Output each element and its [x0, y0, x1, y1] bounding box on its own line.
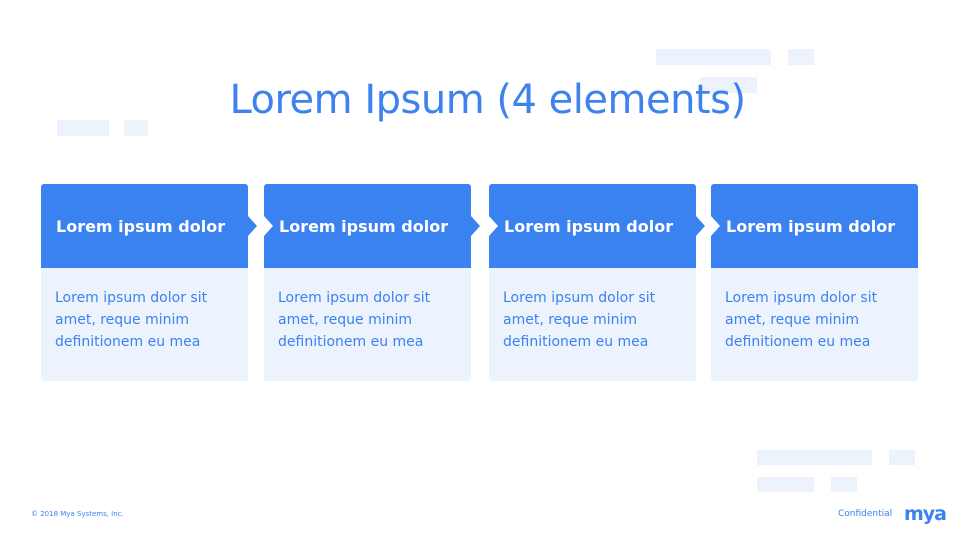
decorative-block [57, 120, 109, 136]
card-header: Lorem ipsum dolor [711, 184, 918, 268]
card-body: Lorem ipsum dolor sit amet, reque minim … [489, 268, 696, 381]
card-description: Lorem ipsum dolor sit amet, reque minim … [278, 290, 431, 350]
card-header: Lorem ipsum dolor [264, 184, 480, 268]
card-heading: Lorem ipsum dolor [726, 216, 896, 236]
decorative-block [788, 49, 814, 65]
card-heading: Lorem ipsum dolor [504, 216, 674, 236]
page-title: Lorem Ipsum (4 elements) [229, 76, 746, 123]
decorative-block [831, 477, 857, 492]
copyright-text: © 2018 Mya Systems, Inc. [31, 510, 124, 518]
process-card: Lorem ipsum dolor Lorem ipsum dolor sit … [264, 184, 480, 381]
decorative-block [889, 450, 915, 465]
arrow-notch-icon [711, 216, 720, 236]
arrow-right-icon [248, 216, 257, 236]
card-body: Lorem ipsum dolor sit amet, reque minim … [711, 268, 918, 381]
arrow-right-icon [696, 216, 705, 236]
card-description: Lorem ipsum dolor sit amet, reque minim … [55, 290, 208, 350]
card-body: Lorem ipsum dolor sit amet, reque minim … [41, 268, 248, 381]
card-heading: Lorem ipsum dolor [279, 216, 449, 236]
card-header: Lorem ipsum dolor [41, 184, 257, 268]
process-card: Lorem ipsum dolor Lorem ipsum dolor sit … [41, 184, 257, 381]
card-description: Lorem ipsum dolor sit amet, reque minim … [503, 290, 656, 350]
decorative-block [656, 49, 771, 65]
card-description: Lorem ipsum dolor sit amet, reque minim … [725, 290, 878, 350]
card-body: Lorem ipsum dolor sit amet, reque minim … [264, 268, 471, 381]
arrow-right-icon [471, 216, 480, 236]
card-heading: Lorem ipsum dolor [56, 216, 226, 236]
mya-logo: mya [904, 503, 947, 525]
arrow-notch-icon [264, 216, 273, 236]
process-card: Lorem ipsum dolor Lorem ipsum dolor sit … [489, 184, 705, 381]
card-header: Lorem ipsum dolor [489, 184, 705, 268]
decorative-block [700, 77, 757, 93]
decorative-block [124, 120, 148, 136]
arrow-notch-icon [489, 216, 498, 236]
confidential-label: Confidential [838, 509, 893, 519]
decorative-block [757, 450, 872, 465]
decorative-block [757, 477, 814, 492]
process-card: Lorem ipsum dolor Lorem ipsum dolor sit … [711, 184, 918, 381]
